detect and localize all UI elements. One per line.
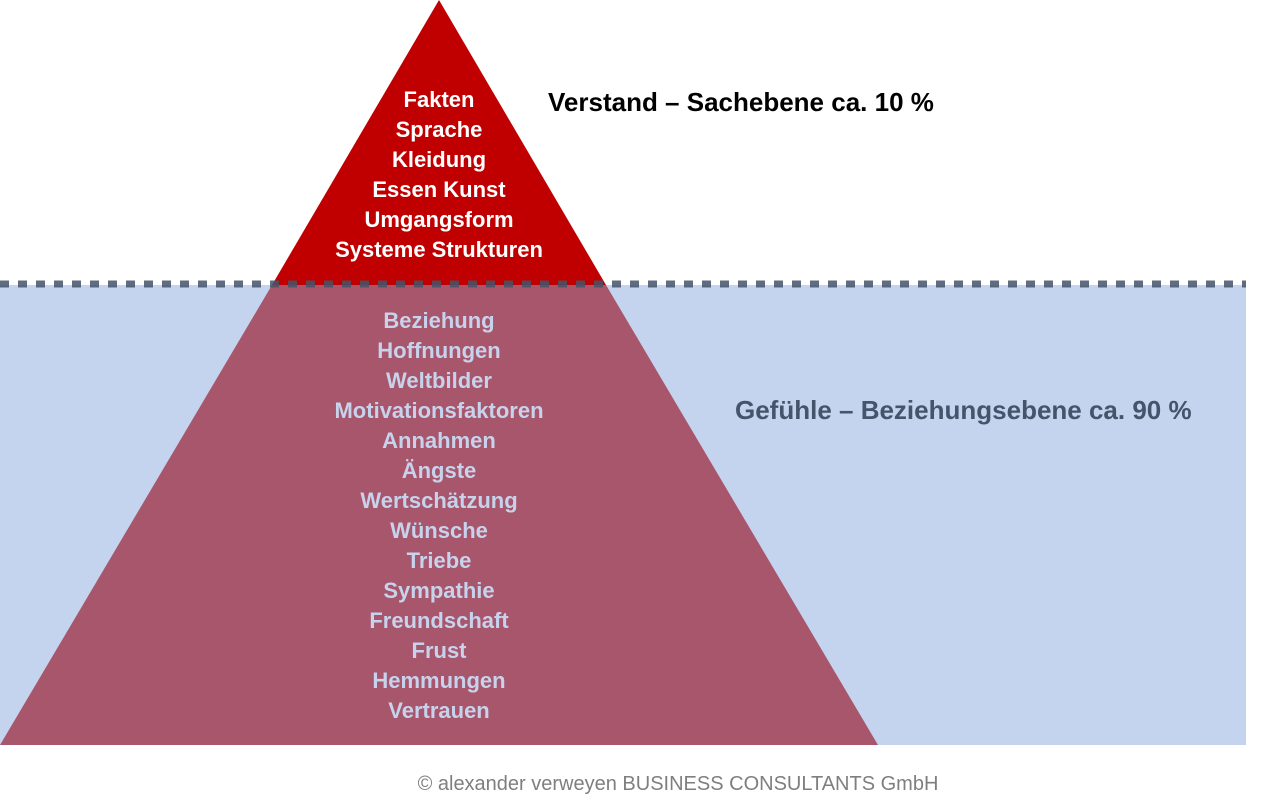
iceberg-item: Weltbilder [386, 368, 492, 393]
copyright: © alexander verweyen BUSINESS CONSULTANT… [418, 773, 939, 795]
iceberg-item: Sympathie [383, 578, 494, 603]
iceberg-item: Hoffnungen [377, 338, 500, 363]
below-label: Gefühle – Beziehungsebene ca. 90 % [735, 395, 1192, 425]
below-items: BeziehungHoffnungenWeltbilderMotivations… [334, 308, 543, 723]
iceberg-item: Frust [412, 638, 468, 663]
iceberg-item: Umgangsform [364, 207, 513, 232]
iceberg-submerged [0, 285, 878, 745]
iceberg-item: Wünsche [390, 518, 488, 543]
iceberg-tip [272, 0, 606, 285]
iceberg-item: Annahmen [382, 428, 496, 453]
iceberg-item: Wertschätzung [360, 488, 517, 513]
iceberg-item: Fakten [404, 87, 475, 112]
iceberg-item: Vertrauen [388, 698, 490, 723]
iceberg-item: Systeme Strukturen [335, 237, 543, 262]
iceberg-item: Sprache [396, 117, 483, 142]
iceberg-item: Kleidung [392, 147, 486, 172]
iceberg-item: Beziehung [383, 308, 494, 333]
iceberg-item: Ängste [402, 458, 477, 483]
iceberg-item: Freundschaft [369, 608, 509, 633]
iceberg-item: Triebe [407, 548, 472, 573]
iceberg-item: Motivationsfaktoren [334, 398, 543, 423]
iceberg-item: Hemmungen [372, 668, 505, 693]
above-label: Verstand – Sachebene ca. 10 % [548, 87, 934, 117]
iceberg-item: Essen Kunst [372, 177, 506, 202]
